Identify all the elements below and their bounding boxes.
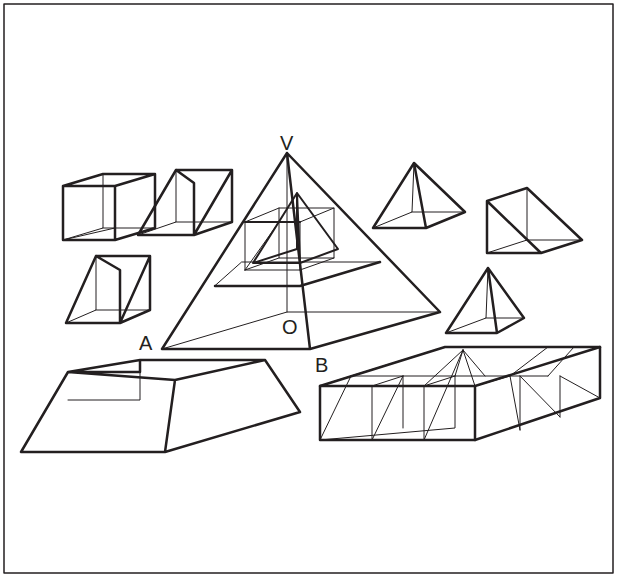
point-label: A [139,333,152,353]
point-label: V [280,133,293,153]
point-label: O [282,317,298,337]
square-pyramid [162,153,440,349]
prism [138,170,232,235]
pyramid [373,163,465,228]
assembled-box [320,347,600,440]
prism [487,188,582,253]
pyramid [446,268,524,333]
point-label: B [315,355,328,375]
prism [66,256,150,323]
frame [4,4,613,573]
frustum [21,360,300,452]
